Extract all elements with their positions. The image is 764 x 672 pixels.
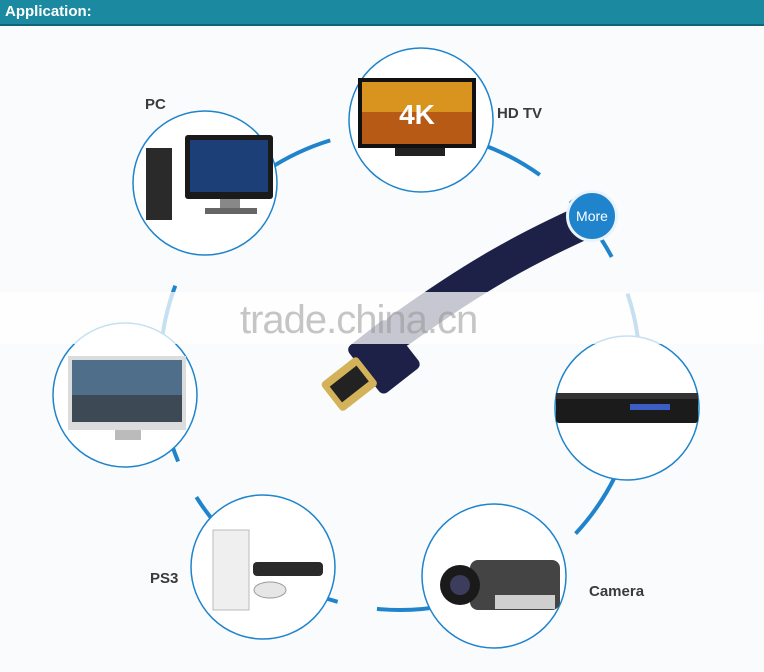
section-title: Application:	[5, 3, 92, 20]
blu-ray-player-device	[554, 335, 700, 481]
monitor-device	[52, 322, 198, 468]
tv-4k-badge: 4K	[399, 99, 435, 130]
watermark-band	[0, 292, 764, 344]
pc-device	[132, 110, 278, 256]
label-camera: Camera	[589, 583, 645, 600]
more-button[interactable]: More	[566, 190, 618, 242]
ps3-device	[190, 494, 336, 640]
section-header: Application:	[0, 0, 764, 26]
hdtv-device: 4K	[348, 47, 494, 193]
label-pc: PC	[145, 96, 166, 113]
label-ps3: PS3	[150, 570, 179, 587]
label-hdtv: HD TV	[497, 105, 542, 122]
watermark-text: trade.china.cn	[240, 298, 478, 342]
camera-device	[421, 503, 567, 649]
